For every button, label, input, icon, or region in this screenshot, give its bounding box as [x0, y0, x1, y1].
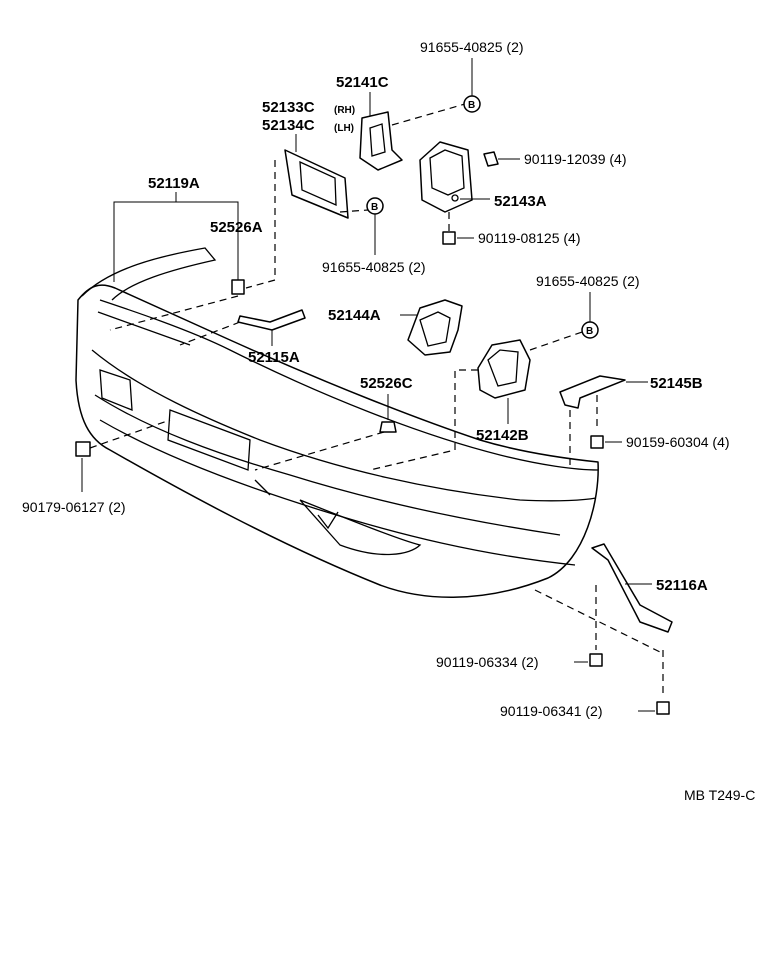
marker-b-top: 91655-40825 (2) B — [420, 39, 524, 113]
label-90119-06334: 90119-06334 (2) — [436, 654, 538, 670]
label-52119A: 52119A — [148, 175, 200, 192]
svg-text:B: B — [371, 202, 378, 213]
label-52141C: 52141C — [336, 74, 389, 91]
bracket-52144A: 52144A — [328, 299, 463, 356]
bumper-cover — [75, 247, 599, 598]
label-90119-08125: 90119-08125 (4) — [478, 230, 580, 246]
label-lh: (LH) — [334, 123, 354, 134]
label-90119-06341: 90119-06341 (2) — [500, 703, 602, 719]
label-52134C: 52134C — [262, 117, 315, 134]
bracket-52142B: 52142B — [369, 331, 583, 471]
label-52115A: 52115A — [248, 349, 300, 366]
label-52142B: 52142B — [476, 427, 529, 444]
bracket-52141C: 52141C — [336, 74, 466, 171]
label-90179-06127: 90179-06127 (2) — [22, 499, 126, 515]
marker-b-right: 91655-40825 (2) B — [536, 273, 640, 339]
label-52143A: 52143A — [494, 193, 547, 210]
bolt-90119-08125: 90119-08125 (4) — [442, 212, 580, 246]
marker-b-mid: B 91655-40825 (2) — [322, 197, 426, 275]
label-90159-60304: 90159-60304 (4) — [626, 434, 730, 450]
bracket-52143A: 52143A — [419, 141, 547, 213]
diagram-ref-code: MB T249-C — [684, 787, 755, 803]
label-91655-top: 91655-40825 (2) — [420, 39, 524, 55]
label-52133C: 52133C — [262, 99, 315, 116]
label-52526C: 52526C — [360, 375, 413, 392]
label-52116A: 52116A — [656, 577, 708, 594]
label-rh: (RH) — [334, 105, 355, 116]
clip-52526A: 52526A — [109, 219, 263, 331]
bracket-52133C: 52133C (RH) 52134C (LH) — [245, 99, 369, 289]
clip-52526C: 52526C — [254, 375, 413, 471]
label-52144A: 52144A — [328, 307, 381, 324]
label-90119-12039: 90119-12039 (4) — [524, 151, 626, 167]
label-group-52119A: 52119A — [113, 175, 239, 282]
label-91655-mid: 91655-40825 (2) — [322, 259, 426, 275]
clip-90179-06127: 90179-06127 (2) — [22, 419, 171, 515]
label-52526A: 52526A — [210, 219, 263, 236]
bracket-52145B: 52145B — [559, 375, 703, 465]
label-91655-right: 91655-40825 (2) — [536, 273, 640, 289]
bolt-90159-60304: 90159-60304 (4) — [590, 434, 730, 450]
svg-text:B: B — [468, 100, 475, 111]
bolt-90119-06341: 90119-06341 (2) — [500, 701, 670, 719]
strap-52115A: 52115A — [179, 309, 306, 366]
bolt-90119-06334: 90119-06334 (2) — [436, 653, 603, 670]
strap-52116A: 52116A — [534, 543, 708, 695]
svg-text:B: B — [586, 326, 593, 337]
bolt-90119-12039: 90119-12039 (4) — [483, 151, 626, 167]
label-52145B: 52145B — [650, 375, 703, 392]
